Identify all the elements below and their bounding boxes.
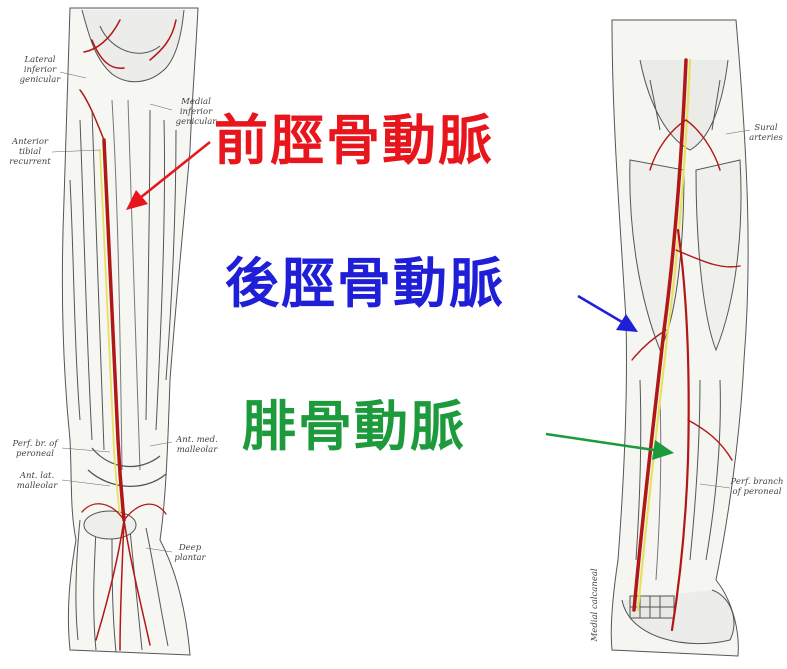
perf-br-of-peroneal-label: Perf. br. of peroneal bbox=[8, 440, 62, 460]
perf-branch-of-peroneal-label: Perf. branch of peroneal bbox=[730, 478, 784, 498]
anterior-tibial-recurrent-label: Anterior tibial recurrent bbox=[6, 138, 54, 167]
ant-med-malleolar-label: Ant. med. malleolar bbox=[172, 436, 222, 456]
deep-plantar-label: Deep plantar bbox=[172, 544, 208, 564]
posterior-tibial-artery-label: 後脛骨動脈 bbox=[225, 257, 505, 311]
ant-lat-malleolar-label: Ant. lat. malleolar bbox=[12, 472, 62, 492]
anterior-tibial-artery-label: 前脛骨動脈 bbox=[214, 114, 494, 168]
medial-inferior-genicular-label: Medial inferior genicular bbox=[172, 98, 220, 127]
peroneal-artery-label: 腓骨動脈 bbox=[242, 400, 466, 454]
lateral-inferior-genicular-label: Lateral inferior genicular bbox=[16, 56, 64, 85]
medial-calcaneal-label: Medial calcaneal bbox=[591, 565, 601, 645]
sural-arteries-label: Sural arteries bbox=[748, 124, 784, 144]
posterior-leg-illustration bbox=[611, 20, 748, 656]
